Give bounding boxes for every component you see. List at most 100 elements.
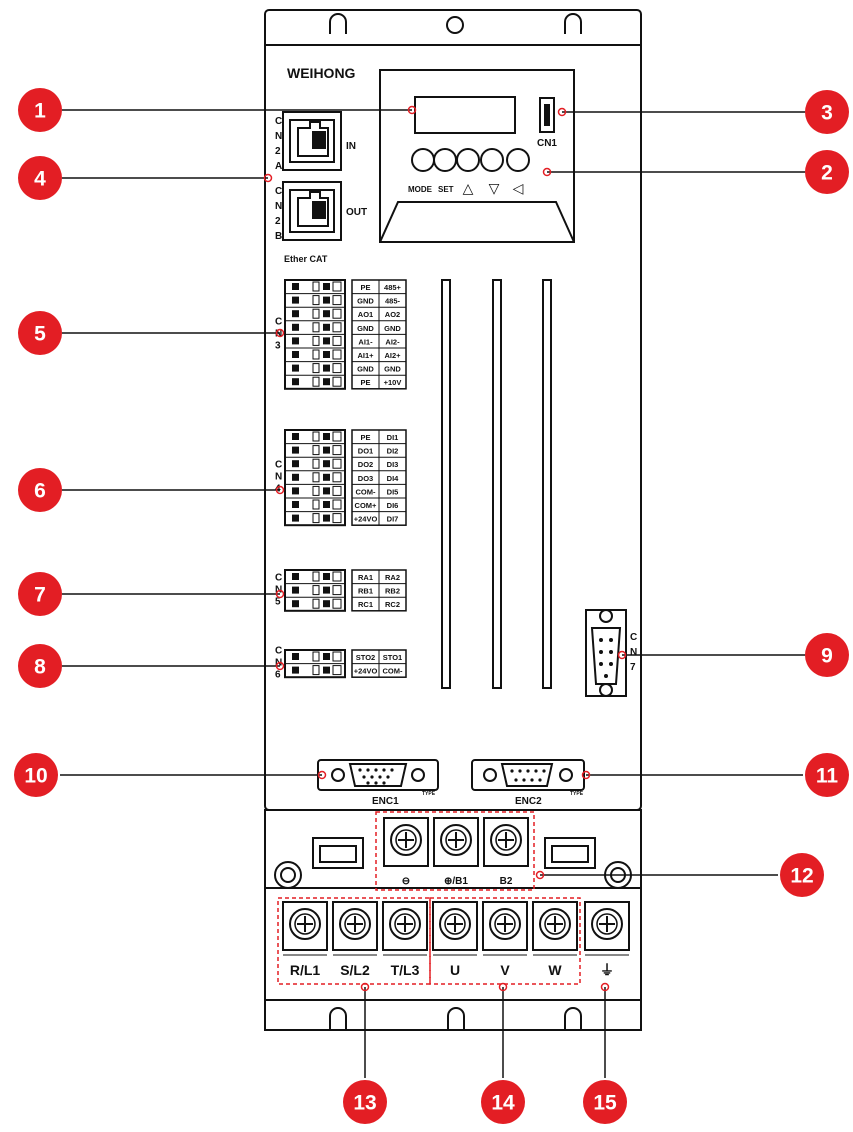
enc1-type-label: TYPE xyxy=(422,791,436,797)
cn5-letter: 5 xyxy=(275,596,281,607)
enc2-connector[interactable] xyxy=(471,759,585,791)
cn7-letter-2: N xyxy=(630,647,637,658)
enc2-label: ENC2 xyxy=(515,796,542,807)
callout-8: 8 xyxy=(18,644,285,688)
callout-number: 8 xyxy=(34,656,46,679)
power-terminal-6[interactable]: W xyxy=(532,901,578,978)
cn2b-label: OUT xyxy=(346,207,367,218)
drive-body xyxy=(264,9,642,1031)
cn3-pin-label: GND xyxy=(357,297,374,306)
callout-number: 6 xyxy=(34,480,46,503)
cn2a-letter-4: A xyxy=(275,161,282,172)
power-terminal-label: T/L3 xyxy=(391,962,420,978)
power-terminal-2[interactable]: S/L2 xyxy=(332,901,378,978)
cn4-letter: N xyxy=(275,472,282,483)
callout-number: 13 xyxy=(353,1092,376,1115)
callout-number: 3 xyxy=(821,102,833,125)
lcd-display xyxy=(414,96,516,134)
cn6-terminal-block[interactable] xyxy=(284,649,346,679)
power-terminal-7[interactable]: ⏚ xyxy=(584,901,630,978)
cn3-letter: C xyxy=(275,316,282,327)
power-terminal-5[interactable]: V xyxy=(482,901,528,978)
cn2a-letter-2: N xyxy=(275,131,282,142)
cn6-pin-label: COM- xyxy=(383,667,403,676)
cn4-letter: 4 xyxy=(275,484,281,495)
cn4-pin-label: DI4 xyxy=(387,474,400,483)
cn4-pin-label: DO2 xyxy=(358,460,373,469)
callout-12: 12 xyxy=(535,853,824,897)
cn4-pin-label: DO1 xyxy=(358,447,373,456)
operation-panel: CN1 MODE SET △ ▽ ◁ xyxy=(379,69,575,243)
cn3-pin-label: PE xyxy=(360,378,370,387)
cn4-pin-label: +24VO xyxy=(354,515,378,524)
callout-number: 1 xyxy=(34,100,46,123)
enc1-label: ENC1 xyxy=(372,796,399,807)
cn3-pin-label: PE xyxy=(360,283,370,292)
callout-number: 12 xyxy=(790,865,813,888)
cn2b-letter-1: C xyxy=(275,186,282,197)
rj45-cn2b[interactable] xyxy=(282,181,342,241)
power-terminal-label: W xyxy=(548,962,562,978)
panel-key-1[interactable] xyxy=(411,148,435,172)
rj45-cn2a[interactable] xyxy=(282,111,342,171)
cn6-letter: C xyxy=(275,646,282,657)
cn4-pin-label: DI2 xyxy=(387,447,399,456)
cn5-pin-label: RC1 xyxy=(358,600,373,609)
callout-9: 9 xyxy=(617,633,849,677)
enc1-connector[interactable] xyxy=(317,759,439,791)
power-terminal-4[interactable]: U xyxy=(432,901,478,978)
callout-15: 15 xyxy=(583,982,627,1124)
cn5-terminal-block[interactable] xyxy=(284,569,346,612)
dc-terminal-1[interactable]: ⊖ xyxy=(383,817,429,887)
cn3-letter: N xyxy=(275,328,282,339)
cn7-connector[interactable] xyxy=(585,609,627,697)
callout-number: 4 xyxy=(34,168,46,191)
cn3-pin-label: 485+ xyxy=(384,283,402,292)
power-terminal-1[interactable]: R/L1 xyxy=(282,901,328,978)
cn3-terminal-block[interactable] xyxy=(284,279,346,390)
callout-number: 11 xyxy=(816,765,839,788)
vent-slots xyxy=(441,279,552,689)
cn6-pin-label: STO2 xyxy=(356,653,375,662)
enc2-type-label: TYPE xyxy=(570,791,584,797)
key-set-label: SET xyxy=(438,185,454,194)
callout-14: 14 xyxy=(481,982,525,1124)
cn3-pin-label: AI2- xyxy=(385,337,400,346)
cn4-pin-label: DI5 xyxy=(387,487,399,496)
panel-key-5[interactable] xyxy=(506,148,530,172)
cn4-pin-label: COM- xyxy=(356,487,376,496)
callout-number: 10 xyxy=(24,765,47,788)
dc-terminal-label: ⊖ xyxy=(402,876,410,887)
key-mode-label: MODE xyxy=(408,185,433,194)
cn6-pin-label: +24VO xyxy=(354,667,378,676)
cn4-pin-label: PE xyxy=(360,433,370,442)
cn7-letter-3: 7 xyxy=(630,662,636,673)
cn4-letter: C xyxy=(275,460,282,471)
panel-key-2[interactable] xyxy=(433,148,457,172)
dc-terminal-2[interactable]: ⊕/B1 xyxy=(433,817,479,887)
power-terminal-label: R/L1 xyxy=(290,962,321,978)
cn2b-letter-3: 2 xyxy=(275,216,281,227)
callout-4: 4 xyxy=(18,156,273,200)
power-terminal-3[interactable]: T/L3 xyxy=(382,901,428,978)
key-down-label: ▽ xyxy=(489,181,500,197)
power-terminal-label: ⏚ xyxy=(600,962,614,978)
dc-terminal-3[interactable]: B2 xyxy=(483,817,529,887)
panel-key-3[interactable] xyxy=(456,148,480,172)
cn2b-letter-4: B xyxy=(275,231,282,242)
callout-2: 2 xyxy=(542,150,849,194)
cn5-pin-label: RA1 xyxy=(358,573,373,582)
panel-key-4[interactable] xyxy=(480,148,504,172)
usb-label: CN1 xyxy=(537,138,557,149)
power-terminal-label: U xyxy=(450,962,460,978)
cn4-terminal-block[interactable] xyxy=(284,429,346,527)
cn3-pin-label: AO1 xyxy=(358,310,373,319)
cn4-pin-label: COM+ xyxy=(355,501,377,510)
callout-number: 5 xyxy=(34,323,46,346)
power-terminal-label: S/L2 xyxy=(340,962,370,978)
cn3-pin-label: AO2 xyxy=(385,310,400,319)
